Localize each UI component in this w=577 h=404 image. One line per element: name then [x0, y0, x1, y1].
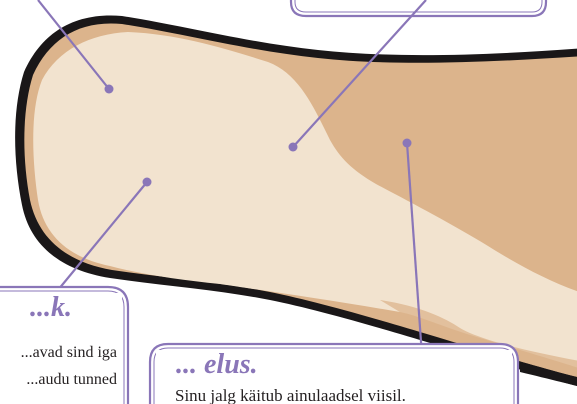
leader-dot-heel-upper: [105, 85, 114, 94]
left-callout: ...k. ...avad sind iga ...audu tunned ..…: [0, 287, 128, 404]
bottom-callout-heading: ... elus.: [176, 349, 258, 380]
left-callout-line-1: ...avad sind iga: [21, 344, 117, 361]
left-callout-line-3: ...: [105, 395, 117, 404]
bottom-callout: ... elus. Sinu jalg käitub ainulaadsel v…: [150, 344, 518, 404]
leader-dot-outer: [403, 139, 412, 148]
left-callout-heading: ...k.: [30, 292, 72, 323]
left-callout-line-2: ...audu tunned: [26, 371, 117, 388]
bottom-callout-body: Sinu jalg käitub ainulaadsel viisil.: [175, 386, 406, 404]
leader-dot-arch: [289, 143, 298, 152]
leader-dot-heel-lower: [143, 178, 152, 187]
